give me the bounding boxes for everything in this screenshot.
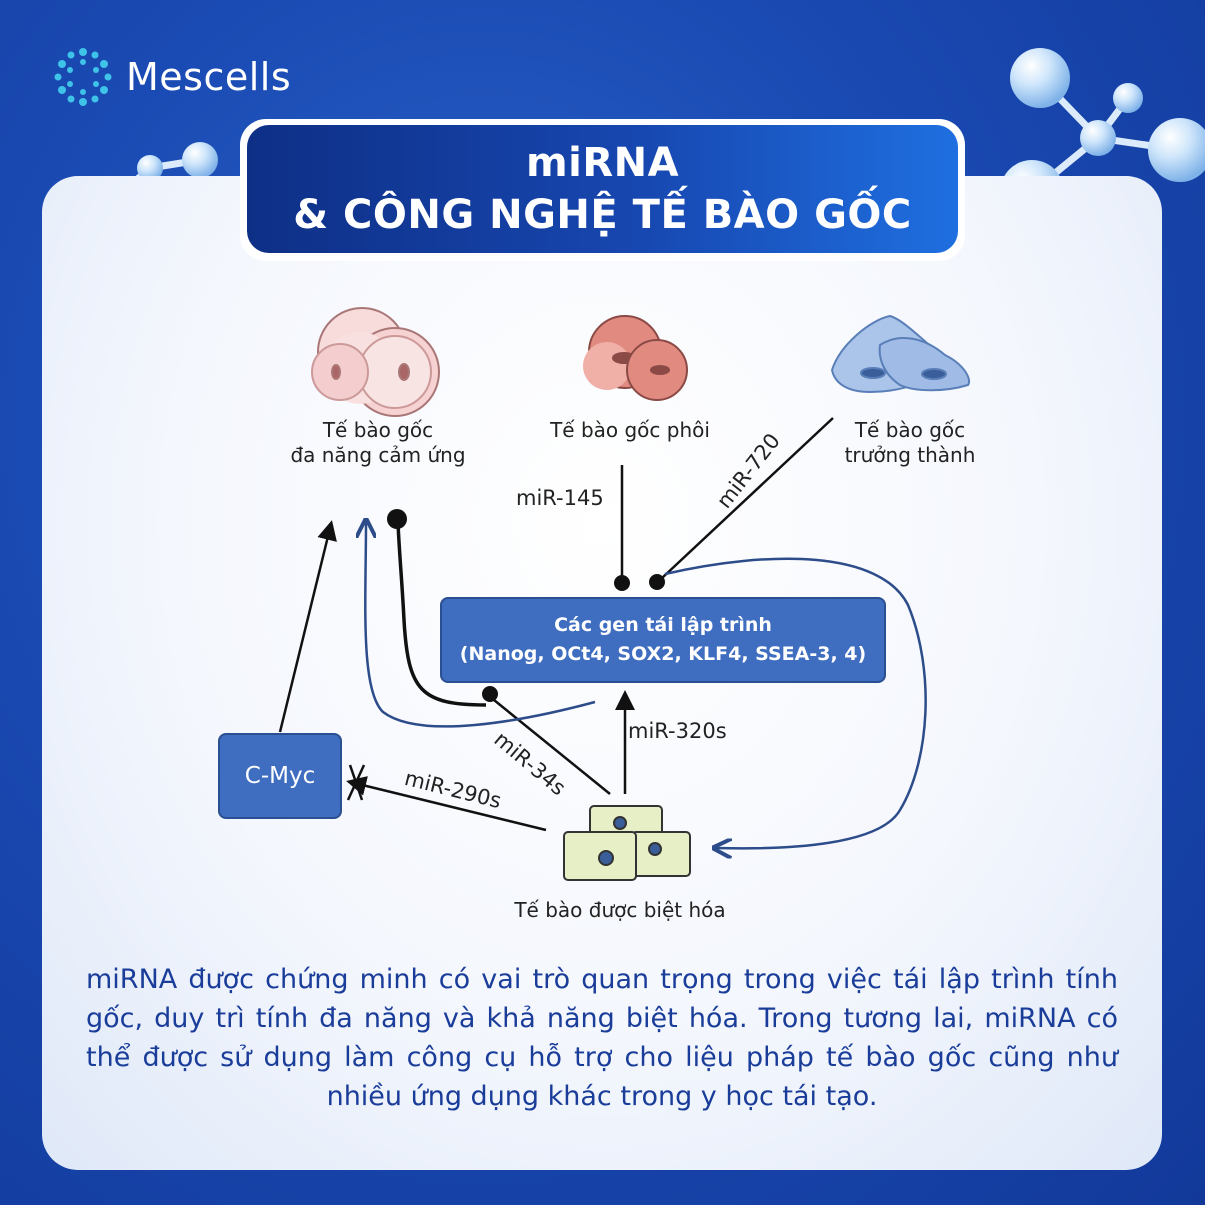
mir320-label: miR-320s — [628, 719, 727, 743]
title-banner: miRNA & CÔNG NGHỆ TẾ BÀO GỐC — [240, 119, 965, 261]
ipsc-cells-icon — [311, 307, 440, 417]
reprogramming-to-ipsc-arrow — [365, 522, 596, 728]
adult-to-differentiated-arrow — [664, 557, 927, 849]
mescells-logo-icon — [54, 48, 112, 106]
title-line-2: & CÔNG NGHỆ TẾ BÀO GỐC — [293, 192, 912, 238]
reprogramming-genes-box: Các gen tái lập trình (Nanog, OCt4, SOX2… — [440, 597, 886, 683]
differentiated-cell-label: Tế bào được biệt hóa — [514, 898, 726, 922]
mir290-block-mark — [346, 764, 366, 801]
cmyc-box: C-Myc — [218, 733, 342, 819]
mir145-inhibition-line — [614, 465, 630, 591]
cmyc-to-ipsc-arrow — [278, 520, 337, 733]
adult-stem-cell-label: Tế bào gốc trưởng thành — [844, 418, 976, 467]
mir290-arrow — [346, 776, 547, 832]
genes-title: Các gen tái lập trình — [554, 614, 772, 636]
title-line-1: miRNA — [525, 140, 680, 186]
differentiated-cells-icon — [563, 805, 691, 881]
description-text: miRNA được chứng minh có vai trò quan tr… — [86, 964, 1118, 1112]
esc-label: Tế bào gốc phôi — [550, 418, 710, 442]
genes-list: (Nanog, OCt4, SOX2, KLF4, SSEA-3, 4) — [459, 643, 867, 665]
mir145-label: miR-145 — [516, 486, 604, 510]
esc-cells-icon — [583, 315, 688, 401]
brand-name: Mescells — [126, 55, 292, 99]
ipsc-label: Tế bào gốc đa năng cảm ứng — [290, 418, 466, 467]
brand-logo: Mescells — [52, 42, 291, 112]
mir34-inhibition-line — [387, 509, 611, 795]
adult-cells-icon — [830, 314, 970, 394]
mir720-inhibition-line — [649, 417, 834, 590]
